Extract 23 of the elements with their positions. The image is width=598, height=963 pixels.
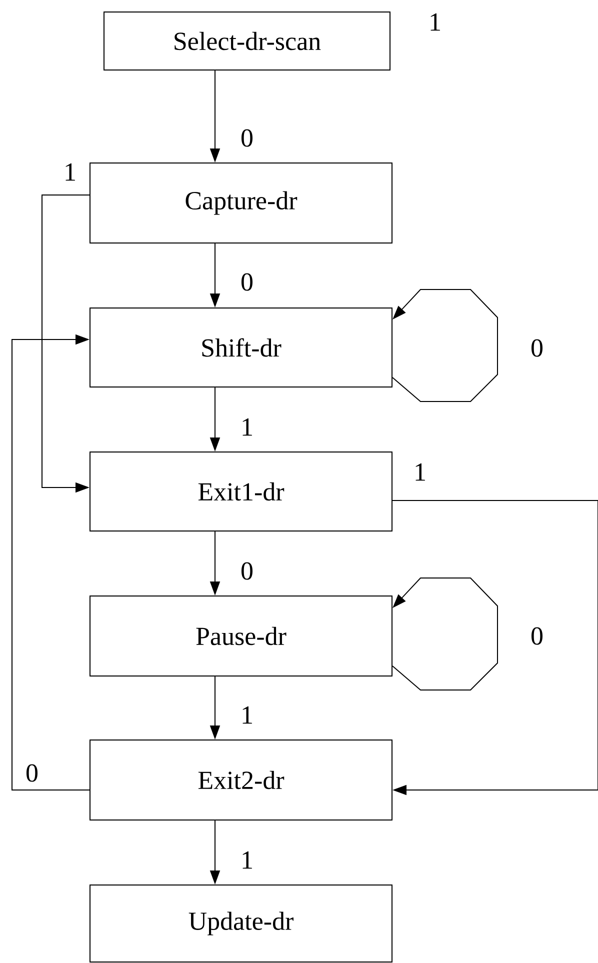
edge-label: 0 xyxy=(242,562,253,580)
edge-label: 0 xyxy=(242,129,253,147)
edge-label: 1 xyxy=(242,851,252,869)
edge-label: 0 xyxy=(532,339,543,357)
transition-label: 1 xyxy=(430,13,440,31)
state-box: Capture-dr xyxy=(90,162,392,244)
state-box: Select-dr-scan xyxy=(104,12,390,70)
edge-label: 1 xyxy=(66,163,75,181)
state-box: Pause-dr xyxy=(90,596,392,676)
edge-label: 0 xyxy=(242,273,253,291)
arrow xyxy=(12,334,90,790)
edge-label: 0 xyxy=(26,764,38,782)
edge-label: 0 xyxy=(532,627,543,645)
edge-label: 1 xyxy=(242,418,252,436)
arrow xyxy=(392,500,598,796)
edge-label: 1 xyxy=(416,463,425,481)
state-box: Shift-dr xyxy=(90,308,392,388)
self-loop-arrow xyxy=(392,289,498,402)
edge-label: 1 xyxy=(242,706,252,724)
state-box: Exit2-dr xyxy=(90,740,392,820)
self-loop-arrow xyxy=(392,578,498,690)
state-box: Exit1-dr xyxy=(90,452,392,532)
state-box: Update-dr xyxy=(90,884,392,962)
